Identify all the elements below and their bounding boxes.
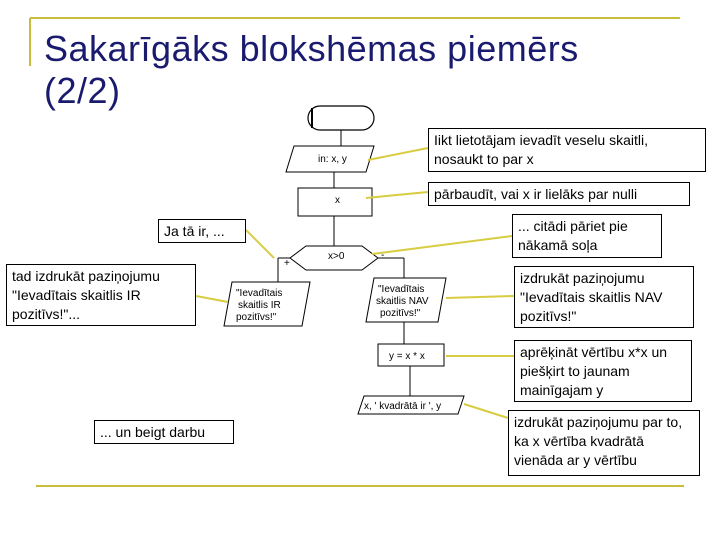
callout-print-square: izdrukāt paziņojumu par to, ka x vērtība… xyxy=(508,410,700,476)
callout-compute: aprēķināt vērtību x*x un piešķirt to jau… xyxy=(514,340,692,402)
callout-print-not-positive: izdrukāt paziņojumu "Ievadītais skaitlis… xyxy=(514,266,694,328)
right-output-node xyxy=(365,277,447,323)
x-node xyxy=(297,187,373,217)
right-output-line-2: skaitlis NAV xyxy=(376,296,429,307)
callout-else: ... citādi pāriet pie nākamā soļa xyxy=(512,214,662,258)
assign-node xyxy=(377,343,445,367)
left-output-line-3: pozitīvs!" xyxy=(236,312,277,323)
final-output-node xyxy=(357,395,465,415)
decision-plus-label: + xyxy=(284,258,290,269)
callout-input: Iikt lietotājam ievadīt veselu skaitli, … xyxy=(428,128,706,172)
callout-connector-print-not-positive xyxy=(445,295,515,299)
callout-print-positive: tad izdrukāt paziņojumu "Ievadītais skai… xyxy=(6,264,196,326)
slide-title-line2: (2/2) xyxy=(44,70,121,111)
callout-connector-input xyxy=(367,147,429,161)
callout-connector-else xyxy=(371,235,513,255)
callout-connector-print-positive xyxy=(195,295,229,303)
input-node-label: in: x, y xyxy=(318,154,347,165)
right-output-line-1: "Ievadītais xyxy=(378,284,424,295)
callout-if-true: Ja tā ir, ... xyxy=(158,219,246,243)
callout-connector-check xyxy=(365,191,429,199)
callout-connector-print-square xyxy=(463,403,509,419)
x-node-label: x xyxy=(335,195,340,206)
callout-check: pārbaudīt, vai x ir lielāks par nulli xyxy=(428,182,690,206)
decision-minus-label: - xyxy=(381,250,384,261)
decision-node-label: x>0 xyxy=(328,251,345,262)
left-output-line-2: skaitlis IR xyxy=(238,300,281,311)
slide-title: Sakarīgāks blokshēmas piemērs (2/2) xyxy=(44,28,579,112)
input-node xyxy=(285,145,375,173)
assign-node-label: y = x * x xyxy=(389,351,425,362)
callout-connector-if-true xyxy=(245,229,275,259)
slide-title-line1: Sakarīgāks blokshēmas piemērs xyxy=(44,28,579,69)
right-output-line-3: pozitīvs!" xyxy=(380,308,421,319)
left-output-line-1: "Ievadītais xyxy=(236,288,282,299)
left-output-node xyxy=(223,281,311,327)
final-output-label: x, ' kvadrātā ir ', y xyxy=(364,401,441,412)
callout-end: ... un beigt darbu xyxy=(94,420,234,444)
start-node xyxy=(307,105,375,131)
